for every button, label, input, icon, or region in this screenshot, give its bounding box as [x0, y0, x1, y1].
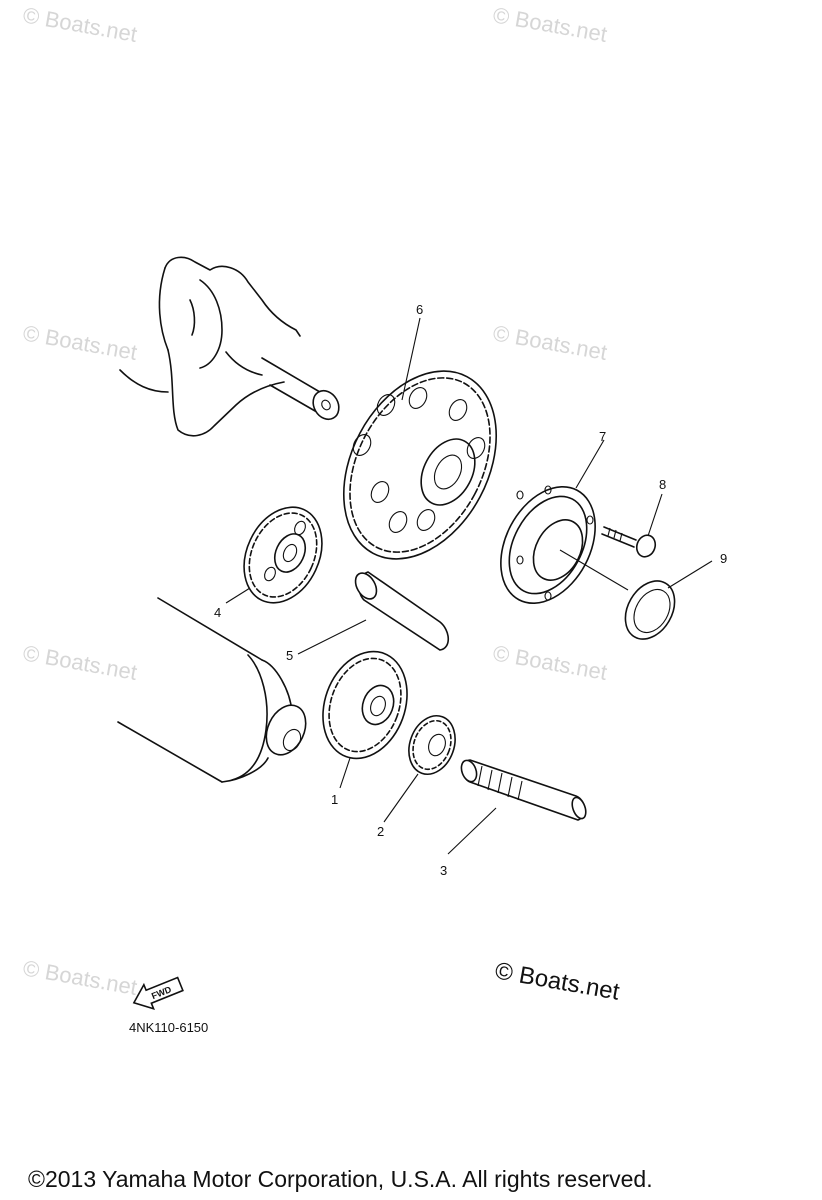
- watermark-text: © Boats.net: [491, 2, 609, 47]
- callout-4: 4: [214, 605, 221, 620]
- starter-motor-illustration: [117, 597, 307, 783]
- watermark-text: © Boats.net: [21, 640, 139, 685]
- callout-3: 3: [440, 863, 447, 878]
- watermark-text: © Boats.net: [491, 640, 609, 685]
- callout-2: 2: [377, 824, 384, 839]
- diagram-part-code: 4NK110-6150: [129, 1020, 209, 1035]
- watermarks: © Boats.net © Boats.net © Boats.net © Bo…: [21, 2, 609, 1000]
- callout-labels: 1 2 3 4 5 6 7 8 9: [214, 302, 727, 878]
- crankshaft-illustration: [119, 256, 340, 437]
- splined-shaft: [460, 759, 587, 821]
- large-timing-gear: [342, 370, 498, 560]
- watermark-text: © Boats.net: [491, 320, 609, 365]
- idler-shaft: [354, 571, 450, 651]
- watermark-text-dark: © Boats.net: [493, 957, 622, 1005]
- small-pinion-gear: [408, 715, 456, 775]
- callout-1: 1: [331, 792, 338, 807]
- fwd-arrow-icon: FWD: [132, 976, 184, 1011]
- starter-clutch: [500, 485, 629, 604]
- bolt: [601, 526, 657, 558]
- callout-7: 7: [599, 429, 606, 444]
- watermark-text: © Boats.net: [21, 2, 139, 47]
- idler-gear: [243, 506, 323, 604]
- callout-9: 9: [720, 551, 727, 566]
- copyright-footer: ©2013 Yamaha Motor Corporation, U.S.A. A…: [28, 1166, 653, 1192]
- watermark-text: © Boats.net: [21, 955, 139, 1000]
- callout-8: 8: [659, 477, 666, 492]
- callout-6: 6: [416, 302, 423, 317]
- reduction-gear: [322, 650, 408, 760]
- callout-5: 5: [286, 648, 293, 663]
- watermark-text: © Boats.net: [21, 320, 139, 365]
- leader-lines: [225, 317, 713, 855]
- washer: [624, 580, 676, 640]
